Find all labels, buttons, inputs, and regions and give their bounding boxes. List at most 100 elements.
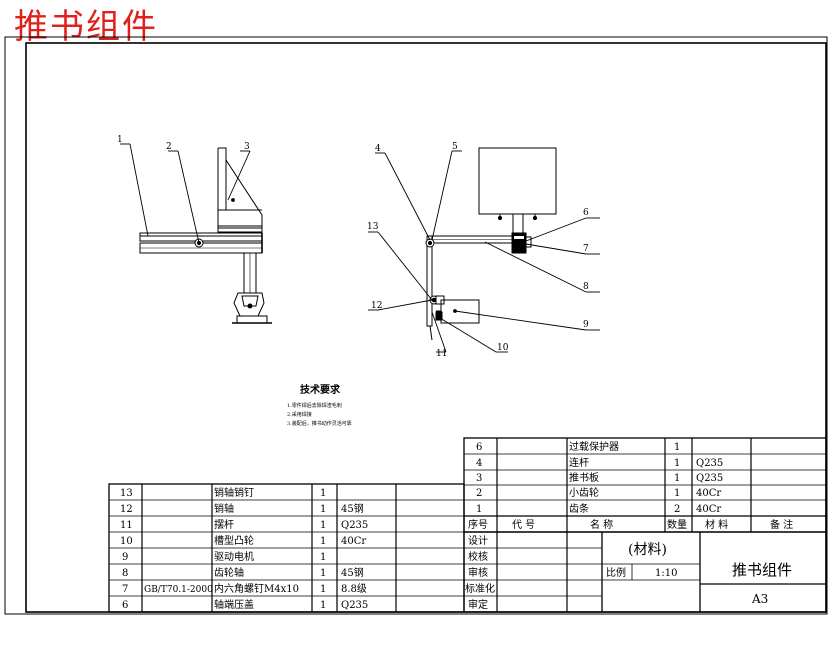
right-view [425, 147, 557, 341]
cell-text: 1 [320, 584, 326, 595]
cell-text: 40Cr [341, 536, 366, 547]
tech-title: 技术要求 [300, 383, 341, 396]
bom-left-row: 12 销轴 1 45钢 [120, 502, 364, 515]
header-code: 代 号 [512, 519, 535, 531]
title-block [463, 531, 827, 613]
cell-text: 2 [674, 504, 680, 515]
header-qty: 数量 [667, 518, 687, 531]
cell-text: 12 [120, 504, 133, 515]
balloon-2: 2 [166, 142, 172, 152]
cell-text: 7 [122, 584, 128, 595]
balloon-8: 8 [583, 282, 589, 292]
cell-text: 销轴销钉 [214, 486, 254, 499]
cell-text: 齿条 [569, 502, 589, 515]
balloon-7: 7 [583, 244, 589, 254]
cell-text: 1 [674, 442, 680, 453]
balloon-1: 1 [117, 135, 123, 145]
cell-text: 6 [476, 442, 482, 453]
balloon-labels: 1 2 3 4 5 6 7 8 9 10 11 12 13 [117, 135, 589, 359]
balloon-6: 6 [583, 208, 589, 218]
cell-text: 45钢 [341, 566, 364, 579]
cell-text: 8.8级 [341, 583, 367, 595]
balloon-9: 9 [583, 320, 589, 330]
cell-text: 8 [122, 568, 128, 579]
balloon-11: 11 [436, 349, 447, 359]
cell-text: 1 [674, 488, 680, 499]
cell-text: Q235 [696, 458, 723, 469]
balloon-13: 13 [367, 222, 379, 232]
cell-text: 1 [320, 520, 326, 531]
cell-text: 小齿轮 [569, 486, 599, 499]
cell-text: 内六角螺钉M4x10 [214, 582, 299, 595]
balloon-5: 5 [452, 142, 458, 152]
header-name: 名 称 [590, 518, 613, 531]
drawing-name: 推书组件 [732, 561, 792, 579]
outer-border [4, 36, 828, 615]
title-block-text: 设计 校核 审核 标准化 审定 (材料) 比例 1:10 推书组件 A3 [465, 534, 792, 611]
material-label: (材料) [628, 542, 667, 558]
role-review: 审核 [468, 566, 488, 579]
header-no: 序号 [468, 518, 488, 531]
cell-text: 摆杆 [214, 518, 234, 531]
cell-text: 3 [476, 473, 482, 484]
role-approve: 审定 [468, 598, 488, 611]
leader-lines [120, 143, 600, 353]
balloon-10: 10 [497, 343, 509, 353]
cell-text: 1 [320, 488, 326, 499]
tech-line-3: 3.装配后，推书动作灵活可靠 [287, 420, 352, 427]
bom-right-row: 2 小齿轮 1 40Cr [476, 486, 721, 499]
cell-text: 销轴 [214, 502, 234, 515]
cell-text: 1 [476, 504, 482, 515]
cell-text: 45钢 [341, 502, 364, 515]
role-standard: 标准化 [465, 582, 495, 595]
cell-text: 轴端压盖 [214, 598, 254, 611]
bom-left-row: 7 GB/T70.1-2000 内六角螺钉M4x10 1 8.8级 [122, 582, 367, 595]
cell-text: 11 [120, 520, 133, 531]
balloon-12: 12 [371, 301, 382, 311]
bom-right-row: 6 过载保护器 1 [476, 440, 680, 453]
cell-text: 6 [122, 600, 128, 611]
tech-line-2: 2.采用焊接 [287, 411, 312, 418]
balloon-3: 3 [244, 142, 250, 152]
cell-text: 1 [674, 473, 680, 484]
cell-text: 4 [476, 458, 482, 469]
page-title: 推书组件 [14, 7, 158, 47]
cell-text: Q235 [341, 600, 368, 611]
cell-text: 1 [320, 600, 326, 611]
bom-right-row: 1 齿条 2 40Cr [476, 502, 721, 515]
cell-text: Q235 [696, 473, 723, 484]
cell-text: 13 [120, 488, 133, 499]
cell-text: 9 [122, 552, 128, 563]
cell-text: 10 [120, 536, 133, 547]
bom-header-row: 序号 代 号 名 称 数量 材 料 备 注 [468, 518, 793, 531]
cell-text: 齿轮轴 [214, 566, 244, 579]
role-design: 设计 [468, 534, 488, 547]
cell-text: 40Cr [696, 504, 721, 515]
header-mat: 材 料 [705, 518, 728, 531]
sheet-size: A3 [751, 592, 768, 606]
role-check: 校核 [468, 550, 488, 563]
cell-text: GB/T70.1-2000 [144, 585, 213, 595]
bom-left-row: 6 轴端压盖 1 Q235 [122, 598, 368, 611]
bom-left-row: 13 销轴销钉 1 [120, 486, 326, 499]
cell-text: 过载保护器 [569, 440, 619, 453]
cell-text: 1 [320, 504, 326, 515]
left-view [139, 147, 272, 324]
cell-text: 1 [674, 458, 680, 469]
balloon-4: 4 [375, 144, 381, 154]
cell-text: 2 [476, 488, 482, 499]
cell-text: 驱动电机 [214, 550, 254, 563]
scale-label: 比例 [606, 566, 626, 579]
tech-requirements: 技术要求 1.零件焊后去除焊渣毛刺 2.采用焊接 3.装配后，推书动作灵活可靠 [287, 383, 352, 427]
scale-value: 1:10 [655, 568, 677, 579]
bom-right-table [463, 437, 827, 533]
cell-text: 连杆 [569, 456, 589, 469]
cell-text: 40Cr [696, 488, 721, 499]
